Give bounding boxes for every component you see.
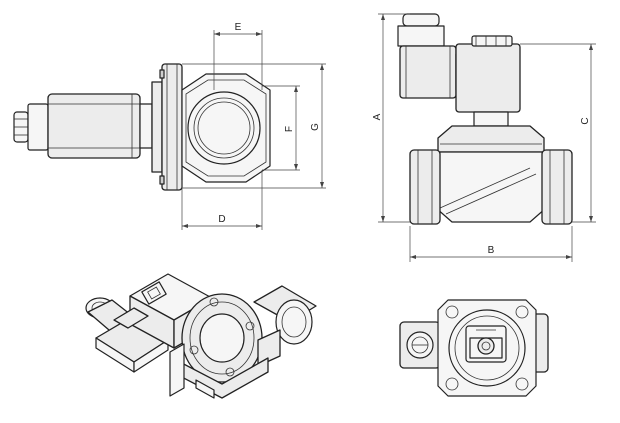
dimension-a: A [372, 13, 410, 223]
bottom-connector [465, 325, 507, 363]
bottom-view [399, 299, 549, 397]
dimension-e: E [213, 22, 263, 90]
bonnet [437, 125, 545, 153]
stem-nut [139, 103, 153, 149]
dimension-f: F [262, 85, 300, 171]
top-view: E F G D [13, 22, 326, 230]
label-d: D [218, 214, 225, 225]
solenoid-body [455, 35, 521, 127]
label-e: E [235, 22, 242, 33]
iso-flange [181, 293, 263, 383]
iso-connector-housing [95, 317, 169, 373]
dimension-g: G [182, 63, 326, 189]
dimension-b: B [409, 226, 573, 262]
flange [151, 63, 183, 191]
dimension-c: C [520, 43, 596, 223]
front-view: A C B [372, 13, 596, 262]
label-a: A [372, 113, 383, 120]
valve-body-top [181, 73, 271, 183]
label-g: G [310, 123, 321, 131]
label-c: C [580, 117, 591, 124]
iso-lower-body [169, 343, 269, 399]
dimension-d: D [181, 170, 263, 230]
isometric-view [85, 273, 317, 399]
connector-plug [13, 103, 49, 151]
coil-housing [47, 93, 141, 159]
bottom-left-port [399, 321, 441, 369]
label-f: F [284, 126, 295, 132]
label-b: B [488, 245, 495, 256]
coil-connector [397, 13, 465, 99]
iso-right-port [253, 285, 317, 367]
valve-body-front [409, 149, 573, 225]
